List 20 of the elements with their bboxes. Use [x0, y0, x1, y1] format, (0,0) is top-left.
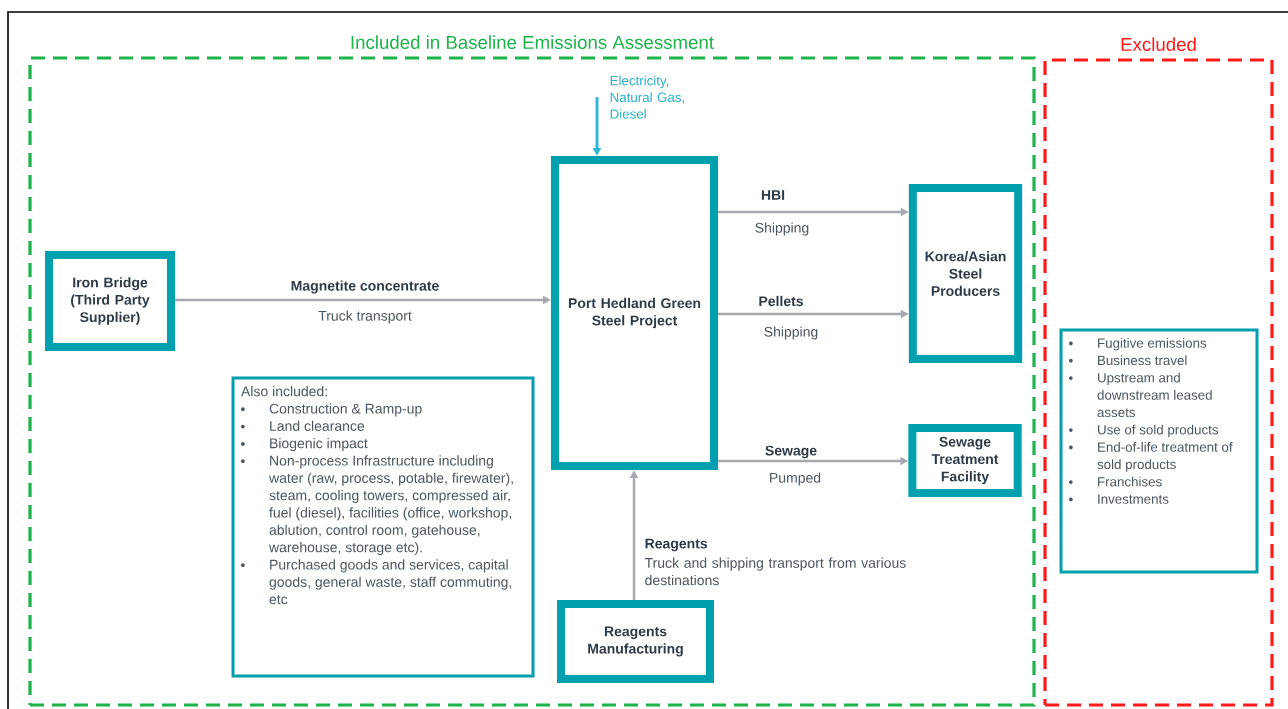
- edge-label: Pellets: [759, 295, 803, 307]
- flow-note: Truck transport: [318, 310, 412, 324]
- process-box: Port Hedland Green Steel Project: [551, 156, 718, 470]
- edge-label: Magnetite concentrate: [291, 280, 439, 294]
- bullet-list-box: Also included: Construction & Ramp-up Land clearance Biogenic impact Non-process Infrastructure including water (raw, process, potable, firewater), steam, cooling towers, compressed air, fuel (diesel), facilities (office, workshop, ablution, control room, gatehouse, warehouse, storage etc). Purchased goods and services, capital goods, general waste, staff commuting, etc: [231, 376, 535, 678]
- process-box: Reagents Manufacturing: [557, 600, 714, 683]
- node-label: Excluded: [1121, 37, 1196, 52]
- process-box: Sewage Treatment Facility: [908, 424, 1022, 497]
- bullet-list-box: Fugitive emissions Business travel Upstream and downstream leased assets Use of sold products End-of-life treatment of sold products Franchises Investments: [1059, 328, 1259, 574]
- node-label: Included in Baseline Emissions Assessment: [351, 35, 714, 50]
- process-box: Korea/Asian Steel Producers: [908, 184, 1023, 363]
- flow-note: Shipping: [764, 326, 818, 340]
- flow-note: Pumped: [770, 472, 821, 486]
- flow-note: Truck and shipping transport from various destinations: [644, 557, 906, 586]
- input-label: Electricity, Natural Gas, Diesel: [610, 75, 684, 119]
- edge-label: Sewage: [765, 445, 817, 459]
- flow-note: Shipping: [755, 222, 809, 236]
- process-box: Iron Bridge (Third Party Supplier): [45, 251, 175, 351]
- edge-label: Reagents: [645, 538, 708, 552]
- edge-label: HBI: [761, 190, 785, 200]
